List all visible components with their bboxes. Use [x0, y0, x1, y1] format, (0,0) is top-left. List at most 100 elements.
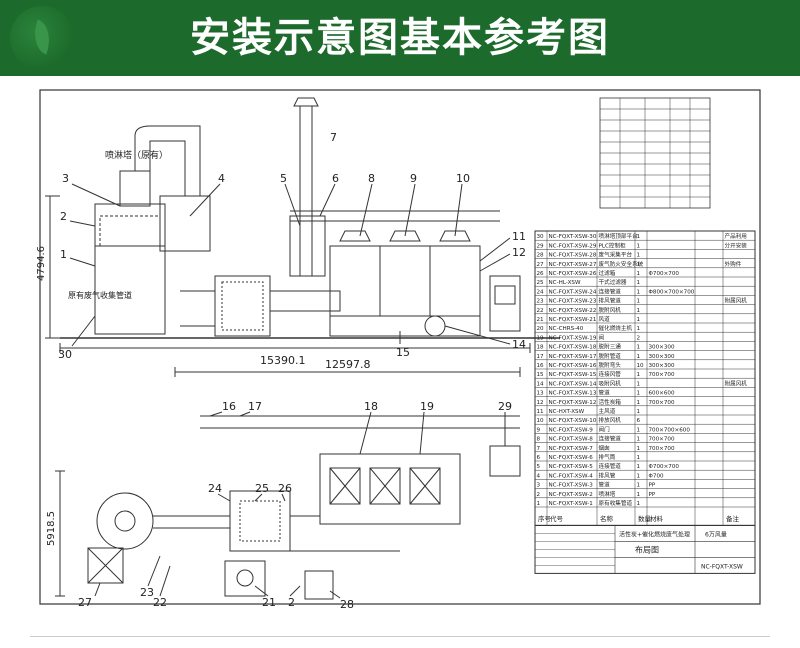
- bom-cell: NC-HXT-XSW: [549, 409, 585, 415]
- callout-2: 2: [60, 210, 67, 223]
- bom-cell: 外购件: [725, 260, 742, 268]
- callout-19: 19: [420, 400, 434, 413]
- bom-cell: 20: [537, 326, 545, 332]
- title-block-text: NC-FQXT-XSW: [701, 563, 743, 570]
- bom-cell: 30: [537, 234, 545, 240]
- bom-cell: 23: [537, 299, 545, 305]
- callout-3: 3: [62, 172, 69, 185]
- bom-cell: 1: [637, 464, 641, 470]
- callout-14: 14: [512, 338, 526, 351]
- callout-23: 23: [140, 586, 154, 599]
- bom-cell: NC-FQXT-XSW-14: [549, 381, 597, 387]
- bom-cell: NC-FQXT-XSW-15: [549, 372, 597, 378]
- bom-cell: 1: [637, 354, 641, 360]
- bom-cell: 催化燃烧主机: [599, 324, 633, 332]
- bom-cell: 管道: [599, 481, 611, 489]
- bom-cell: 1: [637, 483, 641, 489]
- bom-cell: NC-FQXT-XSW-28: [549, 253, 597, 259]
- bom-cell: 连接管道: [599, 287, 622, 295]
- bom-cell: NC-FQXT-XSW-29: [549, 243, 597, 249]
- bom-cell: 1: [637, 473, 641, 479]
- callout-15: 15: [396, 346, 410, 359]
- callout-18: 18: [364, 400, 378, 413]
- exhaust-stack: [299, 105, 313, 277]
- leaf-logo-icon: [10, 6, 74, 70]
- bom-cell: 300×300: [649, 354, 675, 360]
- bom-cell: 烟囱: [599, 444, 610, 452]
- bom-cell: 原有收集管道: [599, 499, 633, 507]
- bom-cell: 2: [537, 492, 541, 498]
- bom-cell: 1: [637, 262, 641, 268]
- bom-cell: 过滤箱: [599, 269, 616, 277]
- bottom-rule: [30, 636, 770, 637]
- bom-cell: 8: [537, 437, 541, 443]
- bom-cell: 1: [637, 391, 641, 397]
- bom-cell: Φ700: [649, 473, 665, 479]
- bom-cell: 1: [637, 381, 641, 387]
- bom-cell: NC-FQXT-XSW-1: [549, 501, 594, 507]
- bom-cell: 1: [637, 345, 641, 351]
- fan-icon: [424, 315, 446, 337]
- sheet-border: [39, 89, 761, 605]
- bom-cell: 1: [637, 253, 641, 259]
- bom-cell: NC-FQXT-XSW-8: [549, 437, 594, 443]
- callout-28: 28: [340, 598, 354, 611]
- callout-2-plan: 2: [288, 596, 295, 609]
- bom-cell: 16: [537, 363, 545, 369]
- label-spray-tower: 喷淋塔（原有）: [105, 149, 168, 161]
- bom-cell: 10: [537, 418, 545, 424]
- bom-cell: NC-FQXT-XSW-21: [549, 317, 597, 323]
- bom-cell: NC-FQXT-XSW-5: [549, 464, 594, 470]
- bom-cell: 1: [637, 455, 641, 461]
- callout-6: 6: [332, 172, 339, 185]
- elevation-view: [45, 97, 560, 353]
- bom-cell: NC-CHRS-40: [549, 326, 584, 332]
- callout-9: 9: [410, 172, 417, 185]
- bom-cell: NC-FQXT-XSW-16: [549, 363, 597, 369]
- callout-25: 25: [255, 482, 269, 495]
- bom-cell: 9: [537, 427, 541, 433]
- bom-cell: Φ700×700: [649, 271, 680, 277]
- bom-cell: 6: [537, 455, 541, 461]
- callout-17: 17: [248, 400, 262, 413]
- bom-cell: 19: [537, 335, 545, 341]
- bom-cell: 28: [537, 253, 545, 259]
- bom-cell: 6: [637, 418, 641, 424]
- bom-cell: NC-HL-XSW: [549, 280, 581, 286]
- title-block-text: 活性炭+催化燃烧废气处理: [619, 530, 690, 538]
- dim-height-plan: 5918.5: [46, 511, 57, 546]
- bom-cell: 5: [537, 464, 541, 470]
- callout-11: 11: [512, 230, 526, 243]
- label-existing-pipe: 原有废气收集管道: [68, 290, 132, 300]
- bom-cell: 3: [537, 483, 541, 489]
- callout-30: 30: [58, 348, 72, 361]
- bom-cell: NC-FQXT-XSW-19: [549, 335, 597, 341]
- bom-cell: Φ700×700: [649, 464, 680, 470]
- bom-cell: 29: [537, 243, 545, 249]
- bom-cell: 10: [637, 363, 645, 369]
- bom-cell: 附属风机: [725, 379, 748, 387]
- dim-height-elevation: 4794.6: [36, 246, 47, 281]
- bom-cell: 废气采集平台: [599, 251, 633, 259]
- bom-cell: NC-FQXT-XSW-22: [549, 308, 597, 314]
- bom-cell: NC-FQXT-XSW-9: [549, 427, 594, 433]
- bom-cell: 26: [537, 271, 545, 277]
- bom-cell: 排放风机: [599, 416, 622, 424]
- bom-cell: 管道: [599, 389, 611, 397]
- spray-tower: [94, 203, 166, 335]
- bom-cell: 17: [537, 354, 545, 360]
- bom-cell: NC-FQXT-XSW-27: [549, 262, 597, 268]
- bom-cell: 1: [637, 492, 641, 498]
